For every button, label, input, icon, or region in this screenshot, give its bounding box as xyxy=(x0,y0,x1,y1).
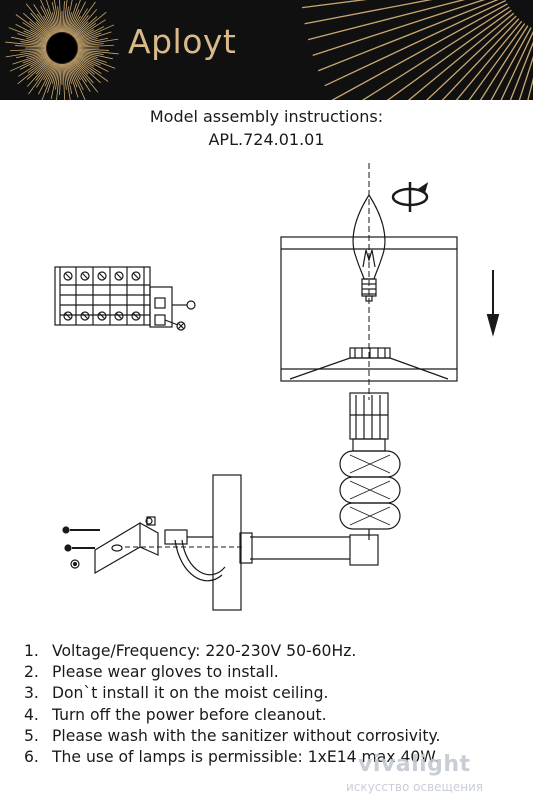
assembly-diagram xyxy=(54,163,500,611)
page-title: Model assembly instructions: xyxy=(149,107,384,126)
instruction-item: 3. Don`t install it on the moist ceiling. xyxy=(24,683,529,704)
instruction-number: 2. xyxy=(24,663,39,682)
rotate-icon xyxy=(391,182,429,212)
instructions-list: 1. Voltage/Frequency: 220-230V 50-60Hz. 2.… xyxy=(24,641,529,768)
instruction-item: 1. Voltage/Frequency: 220-230V 50-60Hz. xyxy=(24,641,529,662)
watermark-name: vivalight xyxy=(358,752,471,777)
model-number: APL.724.01.01 xyxy=(208,130,325,149)
wall-plate-icon xyxy=(212,474,242,611)
wires-icon xyxy=(164,529,226,582)
instruction-text: Voltage/Frequency: 220-230V 50-60Hz. xyxy=(52,642,357,660)
instruction-text: Don`t install it on the moist ceiling. xyxy=(52,684,329,703)
instruction-text: Turn off the power before cleanout. xyxy=(52,705,327,724)
sun-rays-decoration xyxy=(5,0,533,100)
lamp-shade-icon xyxy=(280,236,458,382)
instruction-number: 5. xyxy=(24,726,39,745)
instruction-item: 4. Turn off the power before cleanout. xyxy=(24,705,529,726)
instruction-number: 4. xyxy=(24,705,39,724)
instruction-item: 5. Please wash with the sanitizer without… xyxy=(24,726,529,747)
watermark-subtitle: искусство освещения xyxy=(346,780,484,794)
instruction-text: Please wear gloves to install. xyxy=(52,663,279,682)
sun-logo-icon xyxy=(5,0,119,100)
instruction-item: 6. The use of lamps is permissible: 1xE14… xyxy=(24,747,529,768)
watermark: vivalight искусство освещения xyxy=(338,752,528,798)
instruction-number: 1. xyxy=(24,642,39,660)
arm-icon xyxy=(239,532,379,566)
instruction-number: 3. xyxy=(24,684,39,703)
corner-rays-icon xyxy=(301,0,533,100)
brand-logo: Aployt xyxy=(128,22,237,61)
down-arrow-icon xyxy=(486,270,500,337)
decorative-rings-icon xyxy=(339,450,401,530)
terminal-block-icon xyxy=(54,266,196,331)
socket-holder-icon xyxy=(349,392,389,452)
header-banner: Aployt xyxy=(0,0,533,100)
mounting-bracket-icon xyxy=(62,516,159,575)
instruction-text: The use of lamps is permissible: 1xE14 m… xyxy=(52,747,439,766)
instruction-item: 2. Please wear gloves to install. xyxy=(24,662,529,683)
instruction-text: Please wash with the sanitizer without c… xyxy=(52,726,441,745)
bulb-icon xyxy=(352,193,386,302)
instruction-number: 6. xyxy=(24,747,39,766)
